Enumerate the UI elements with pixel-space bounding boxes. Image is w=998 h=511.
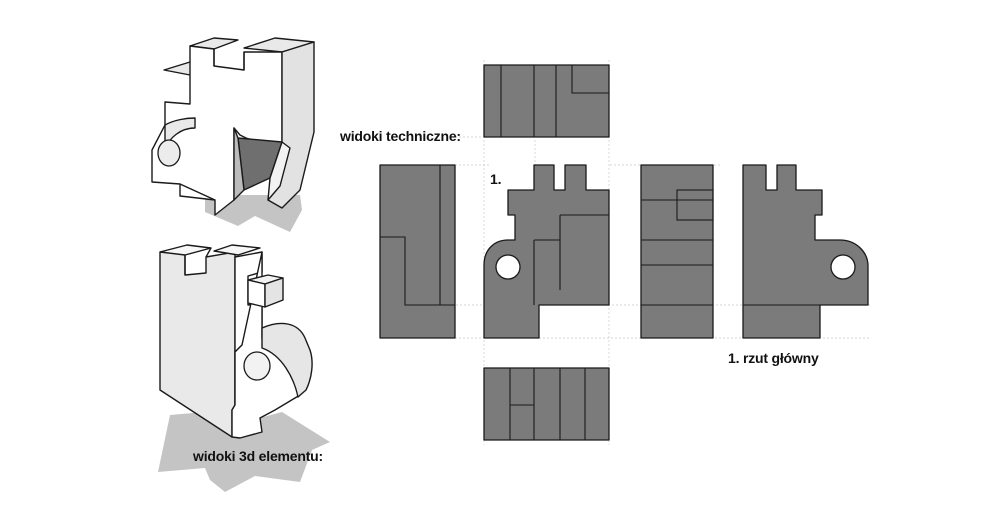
top-view [483, 64, 610, 138]
shadow-2 [158, 410, 330, 492]
view-number-label: 1. [490, 171, 502, 187]
isometric-view-2 [158, 244, 330, 492]
front-view [483, 164, 610, 339]
right-side-view [640, 164, 714, 339]
left-side-view [379, 164, 456, 339]
isometric-view-1 [151, 37, 315, 232]
main-view-label: 1. rzut główny [728, 350, 819, 366]
technical-views-label: widoki techniczne: [340, 128, 461, 144]
bottom-view [483, 367, 610, 441]
views-3d-label: widoki 3d elementu: [193, 448, 323, 464]
back-view [742, 164, 869, 339]
